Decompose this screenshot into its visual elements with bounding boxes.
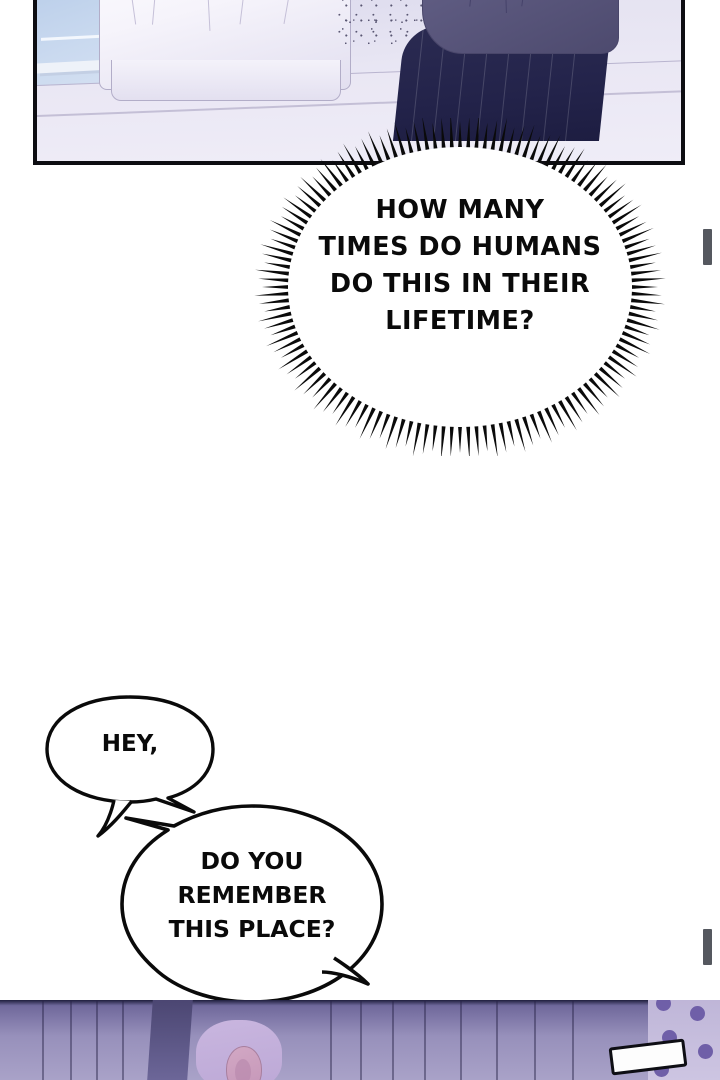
character-ear xyxy=(226,1046,262,1080)
comic-panel-top xyxy=(33,0,685,165)
hair-closeup xyxy=(0,1000,720,1080)
panel-top-background xyxy=(37,0,681,161)
scroll-mark-lower[interactable] xyxy=(703,929,712,965)
ear-inner-shadow xyxy=(235,1059,251,1080)
speech-bubble-hey-text: HEY, xyxy=(101,731,159,757)
speech-bubble-burst[interactable]: HOW MANY TIMES DO HUMANS DO THIS IN THEI… xyxy=(252,118,668,456)
character-dark-top xyxy=(422,0,619,54)
speech-bubble-hey[interactable]: HEY, xyxy=(44,694,216,838)
comic-panel-bottom xyxy=(0,1000,720,1080)
character-white-skirt xyxy=(111,60,341,101)
speech-bubble-place-text: DO YOU REMEMBER THIS PLACE? xyxy=(168,847,336,943)
hair-lock-dark xyxy=(147,1000,193,1080)
speech-bubble-burst-text: HOW MANY TIMES DO HUMANS DO THIS IN THEI… xyxy=(318,195,602,336)
speech-bubble-place[interactable]: DO YOU REMEMBER THIS PLACE? xyxy=(118,802,386,1010)
scroll-mark-upper[interactable] xyxy=(703,229,712,265)
